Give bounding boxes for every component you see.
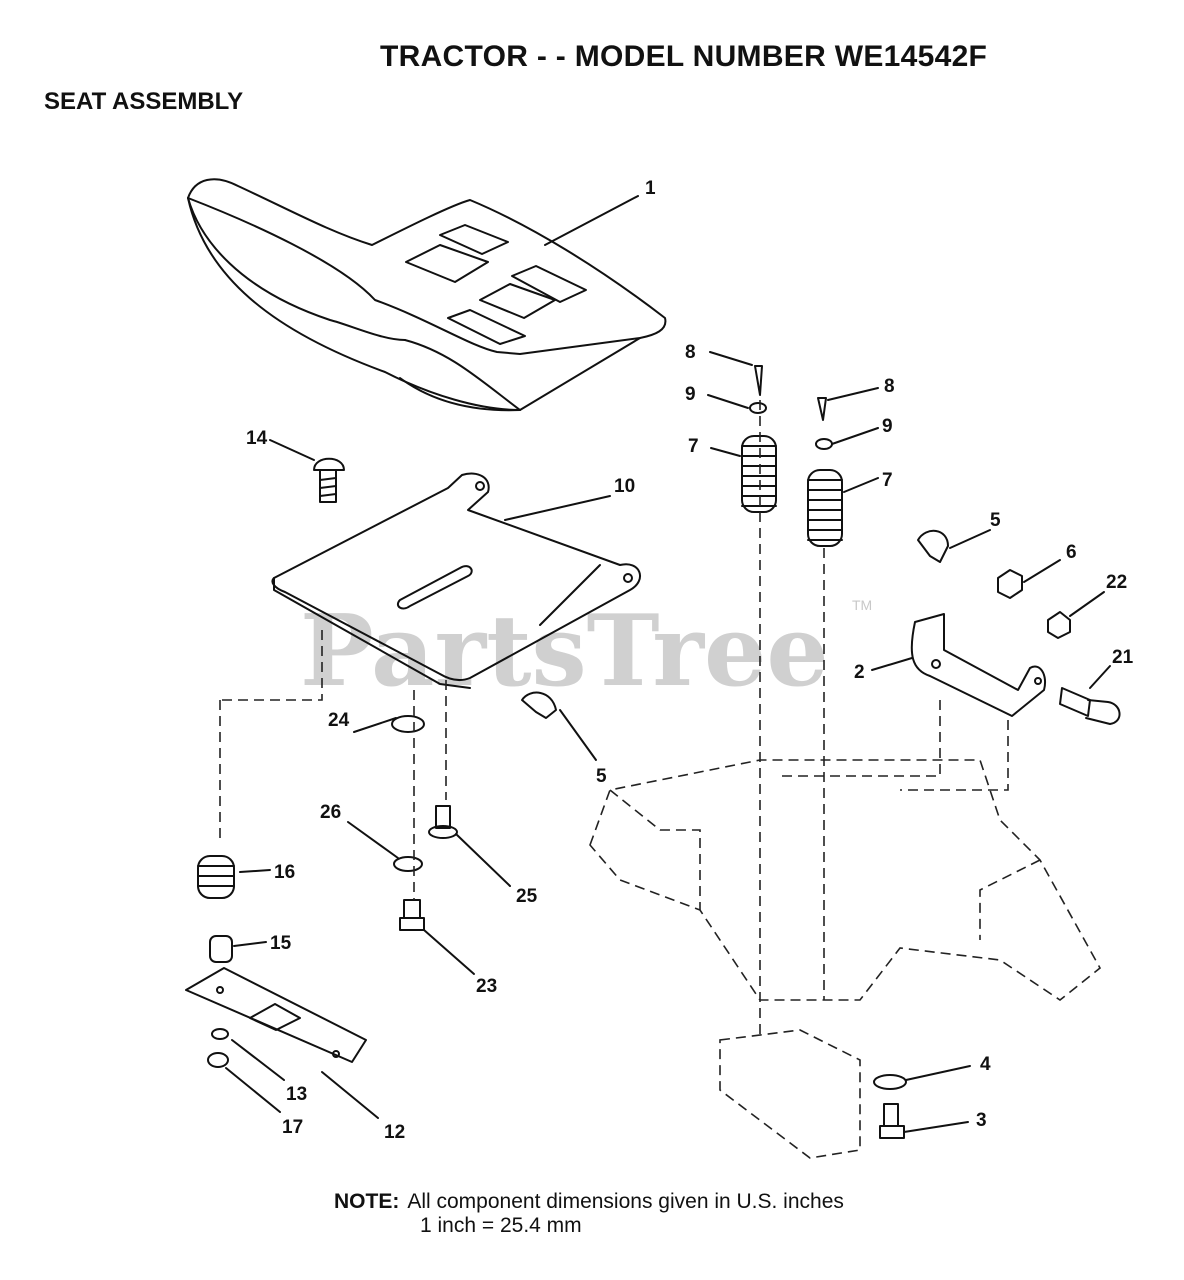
callout-5b: 5	[596, 766, 607, 787]
mounting-plate-part	[185, 967, 367, 1063]
washer-part	[393, 856, 423, 872]
callout-25: 25	[516, 886, 538, 907]
callout-22: 22	[1106, 572, 1127, 593]
callout-2: 2	[854, 662, 865, 683]
callout-14: 14	[246, 428, 268, 449]
dimensions-note: NOTE: All component dimensions given in U…	[334, 1190, 844, 1237]
carriage-bolt-part	[313, 457, 345, 503]
seat-part	[187, 178, 667, 412]
clip-part	[521, 691, 557, 719]
callout-17: 17	[282, 1117, 303, 1138]
washer-part	[211, 1028, 229, 1040]
nut-part	[207, 1052, 229, 1068]
callout-21: 21	[1112, 647, 1134, 668]
spring-part	[807, 469, 843, 547]
bracket-part	[910, 613, 1046, 717]
callout-6: 6	[1066, 542, 1077, 563]
washer-part	[391, 715, 425, 733]
nut-part	[997, 569, 1023, 599]
callout-5: 5	[990, 510, 1001, 531]
callout-13: 13	[286, 1084, 307, 1105]
spring-part	[197, 855, 235, 899]
washer-part	[749, 402, 767, 414]
callout-7b: 7	[882, 470, 893, 491]
watermark-tm: TM	[852, 597, 872, 613]
callout-8: 8	[685, 342, 696, 363]
frame-part	[219, 400, 1102, 1159]
callout-3: 3	[976, 1110, 987, 1131]
callout-12: 12	[384, 1122, 405, 1143]
washer-part	[873, 1074, 907, 1090]
flange-bolt-part	[428, 805, 458, 839]
callout-labels: 1 8 9 7 8 9 7 14 10 5 6 22 2 21 24 5 26 …	[246, 178, 1134, 1143]
callout-8b: 8	[884, 376, 895, 397]
hex-bolt-part	[399, 899, 425, 931]
callout-9b: 9	[882, 416, 893, 437]
callout-10: 10	[614, 476, 635, 497]
spacer-part	[209, 935, 233, 963]
callout-4: 4	[980, 1054, 991, 1075]
diagram-title: TRACTOR - - MODEL NUMBER WE14542F	[380, 40, 988, 73]
shoulder-bolt-part	[1059, 687, 1121, 725]
callout-16: 16	[274, 862, 295, 883]
spring-part	[741, 435, 777, 513]
watermark: PartsTree	[300, 594, 829, 709]
clip-part	[917, 530, 949, 563]
callout-15: 15	[270, 933, 292, 954]
assembly-subtitle: SEAT ASSEMBLY	[44, 88, 244, 115]
callout-7: 7	[688, 436, 699, 457]
pin-part	[817, 397, 827, 421]
note-line-2: 1 inch = 25.4 mm	[420, 1214, 582, 1237]
callout-9: 9	[685, 384, 696, 405]
hex-bolt-part	[879, 1103, 905, 1139]
note-line-1: All component dimensions given in U.S. i…	[407, 1190, 844, 1213]
note-label: NOTE:	[334, 1190, 400, 1213]
seat-pan-part	[271, 472, 642, 689]
callout-24: 24	[328, 710, 350, 731]
nut-part	[1047, 611, 1071, 639]
callout-26: 26	[320, 802, 341, 823]
callout-23: 23	[476, 976, 497, 997]
washer-part	[815, 438, 833, 450]
callout-1: 1	[645, 178, 656, 199]
pin-part	[754, 365, 763, 396]
